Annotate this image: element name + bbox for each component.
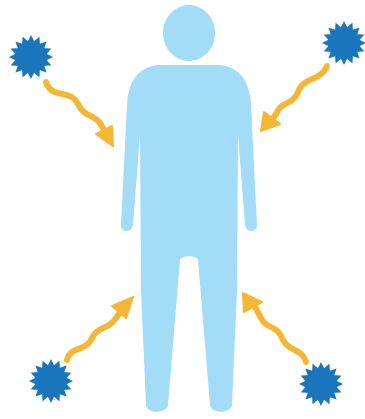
spiky-germ-icon (29, 359, 73, 403)
germ-top-left (9, 35, 53, 79)
spiky-germ-icon (9, 35, 53, 79)
spiky-germ-icon (322, 21, 365, 65)
germ-bottom-right (299, 362, 343, 406)
spiky-germ-icon (299, 362, 343, 406)
arrow-top-left (46, 82, 113, 146)
person-torso (121, 65, 257, 412)
person-silhouette (121, 5, 257, 412)
person-head (163, 5, 215, 61)
arrow-bottom-right (243, 293, 306, 362)
arrow-bottom-left (67, 297, 133, 360)
germ-bottom-left (29, 359, 73, 403)
germ-top-right (322, 21, 365, 65)
arrow-top-right (261, 66, 327, 131)
